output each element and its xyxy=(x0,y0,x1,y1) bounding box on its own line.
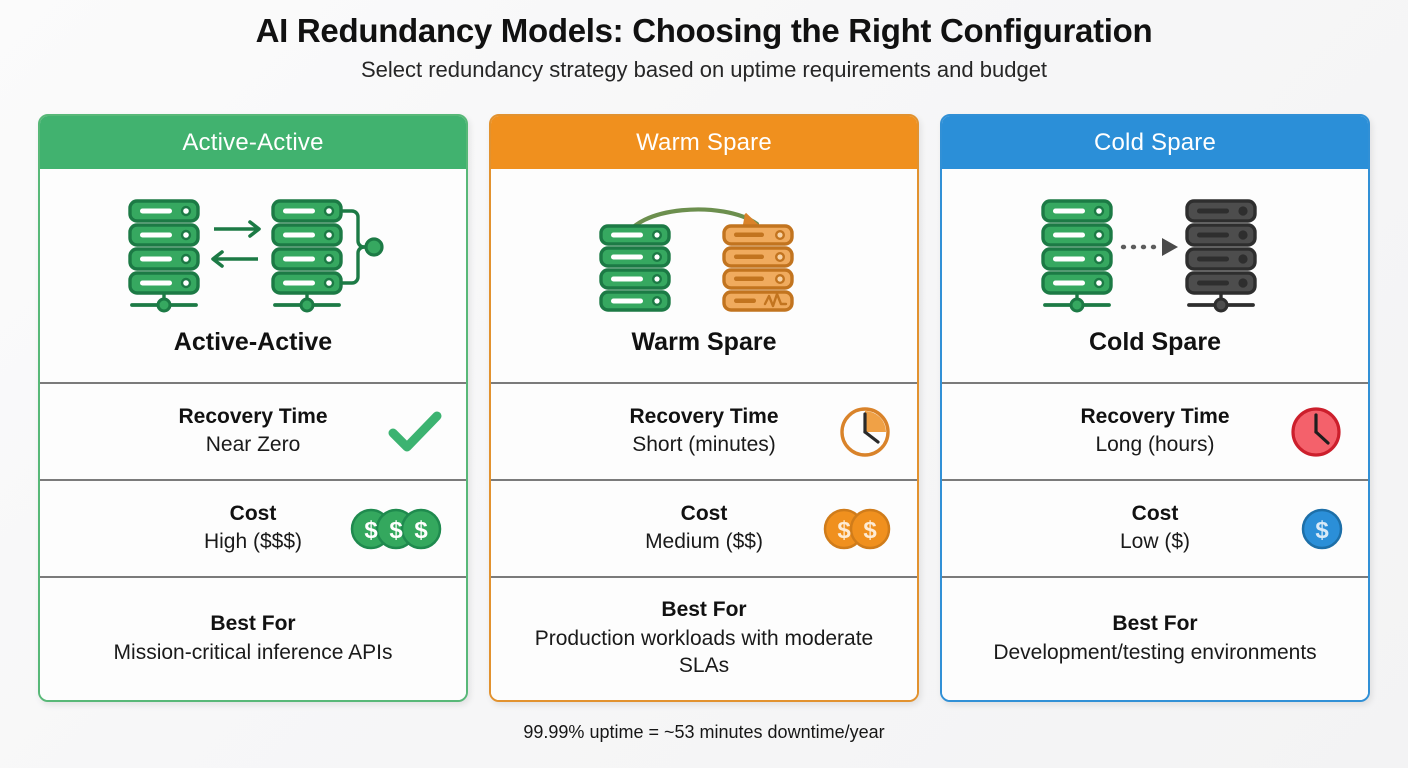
one-coin-icon: $ xyxy=(1300,507,1344,551)
two-coins-icon: $$ xyxy=(823,507,893,551)
attr-value: High ($$$) xyxy=(203,530,303,553)
model-name-warm-spare: Warm Spare xyxy=(631,328,777,356)
best-for-value: Production workloads with moderate SLAs xyxy=(534,627,874,677)
diagram-block-active-active: Active-Active xyxy=(40,169,466,384)
card-warm-spare[interactable]: Warm Spare xyxy=(489,114,919,702)
attr-label: Cost xyxy=(680,502,728,526)
card-grid: Active-Active xyxy=(38,114,1370,702)
best-for-label: Best For xyxy=(210,611,296,635)
card-cold-spare[interactable]: Cold Spare xyxy=(940,114,1370,702)
attr-value: Long (hours) xyxy=(1095,433,1215,456)
attr-label: Cost xyxy=(229,502,277,526)
three-coins-icon: $ $ $ xyxy=(350,507,442,551)
svg-text:$: $ xyxy=(364,517,378,544)
card-active-active[interactable]: Active-Active xyxy=(38,114,468,702)
attr-row-recovery-time-active-active: Recovery Time Near Zero xyxy=(40,384,466,481)
diagram-block-warm-spare: Warm Spare xyxy=(491,169,917,384)
attr-label: Recovery Time xyxy=(1080,405,1230,429)
check-icon xyxy=(388,410,442,454)
attr-row-cost-active-active: Cost High ($$$) $ $ $ xyxy=(40,481,466,578)
clock-outline-icon xyxy=(837,404,893,460)
active-to-standby-server-arrow-icon xyxy=(589,194,819,314)
attr-value: Low ($) xyxy=(1119,530,1191,553)
svg-text:$: $ xyxy=(1315,517,1329,544)
best-for-block-active-active: Best For Mission-critical inference APIs xyxy=(40,578,466,700)
attr-label: Recovery Time xyxy=(178,405,328,429)
card-header-active-active: Active-Active xyxy=(40,116,466,169)
model-name-active-active: Active-Active xyxy=(173,328,333,356)
attr-row-cost-cold-spare: Cost Low ($) $ xyxy=(942,481,1368,578)
active-to-offline-server-dotted-arrow-icon xyxy=(1035,194,1275,314)
attr-label: Recovery Time xyxy=(629,405,779,429)
best-for-value: Development/testing environments xyxy=(993,640,1317,664)
best-for-block-cold-spare: Best For Development/testing environment… xyxy=(942,578,1368,700)
clock-filled-icon xyxy=(1288,404,1344,460)
attr-row-cost-warm-spare: Cost Medium ($$) $$ xyxy=(491,481,917,578)
footnote: 99.99% uptime = ~53 minutes downtime/yea… xyxy=(523,722,885,742)
svg-text:$: $ xyxy=(414,517,428,544)
attr-value: Near Zero xyxy=(205,433,301,456)
svg-text:$: $ xyxy=(837,517,851,544)
model-name-cold-spare: Cold Spare xyxy=(1089,328,1221,356)
best-for-label: Best For xyxy=(1112,611,1198,635)
best-for-label: Best For xyxy=(661,598,747,622)
two-active-servers-bidirectional-icon xyxy=(118,194,388,314)
card-header-cold-spare: Cold Spare xyxy=(942,116,1368,169)
attr-label: Cost xyxy=(1131,502,1179,526)
attr-row-recovery-time-warm-spare: Recovery Time Short (minutes) xyxy=(491,384,917,481)
card-header-warm-spare: Warm Spare xyxy=(491,116,917,169)
attr-value: Short (minutes) xyxy=(632,433,776,456)
attr-value: Medium ($$) xyxy=(645,530,763,553)
page-title: AI Redundancy Models: Choosing the Right… xyxy=(255,12,1153,49)
diagram-block-cold-spare: Cold Spare xyxy=(942,169,1368,384)
svg-text:$: $ xyxy=(389,517,403,544)
best-for-value: Mission-critical inference APIs xyxy=(113,640,393,664)
page-subtitle: Select redundancy strategy based on upti… xyxy=(360,56,1048,82)
best-for-block-warm-spare: Best For Production workloads with moder… xyxy=(491,578,917,700)
attr-row-recovery-time-cold-spare: Recovery Time Long (hours) xyxy=(942,384,1368,481)
heading-block: AI Redundancy Models: Choosing the Right… xyxy=(0,0,1408,83)
svg-text:$: $ xyxy=(863,517,877,544)
